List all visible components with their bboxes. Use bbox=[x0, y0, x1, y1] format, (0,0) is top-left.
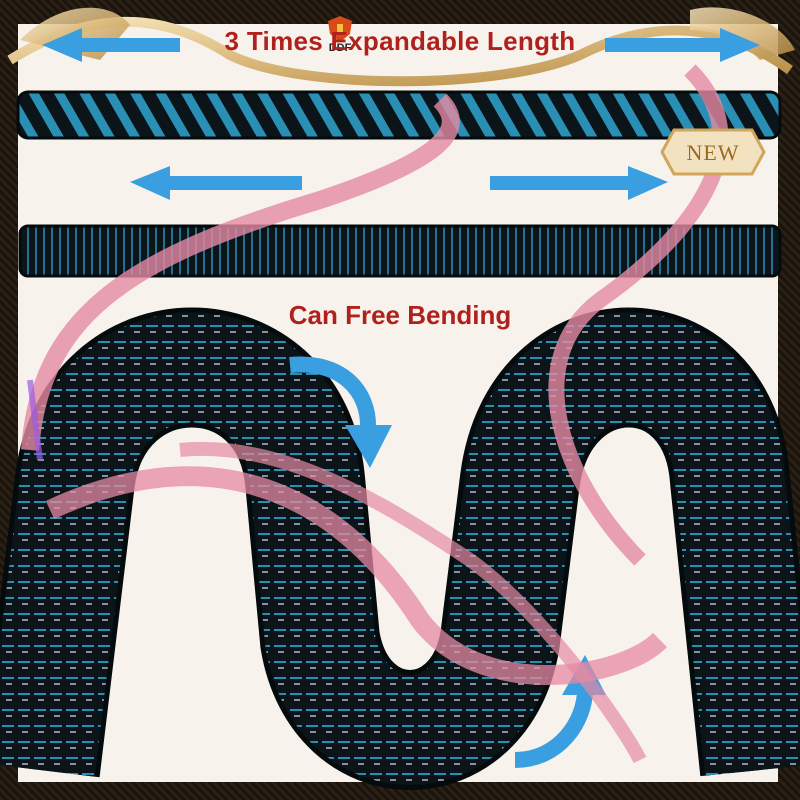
pink-ribbon-1 bbox=[21, 93, 460, 451]
gold-ribbon-corner-right bbox=[690, 7, 795, 60]
arrow-top-left bbox=[42, 28, 180, 62]
brand-name: DDF bbox=[328, 42, 352, 54]
crest-icon bbox=[328, 16, 352, 42]
subheadline: Can Free Bending bbox=[288, 300, 512, 330]
arrow-top-right bbox=[605, 28, 760, 62]
new-badge: NEW bbox=[660, 128, 766, 176]
arrow-curved-down bbox=[289, 356, 377, 431]
badge-label: NEW bbox=[686, 140, 740, 165]
gold-ribbon-top bbox=[7, 16, 793, 87]
headline: 3 Times Expandable Length bbox=[224, 26, 576, 56]
pink-ribbon-4 bbox=[179, 441, 647, 764]
hose-expanded bbox=[18, 92, 780, 138]
badge-shape bbox=[660, 128, 766, 176]
arrow-curved-up bbox=[514, 689, 593, 768]
arrow-middle-right bbox=[490, 166, 668, 200]
arrow-middle-left bbox=[130, 166, 302, 200]
purple-ribbon-accent bbox=[27, 379, 43, 461]
brand-logo: DDF bbox=[316, 14, 364, 54]
